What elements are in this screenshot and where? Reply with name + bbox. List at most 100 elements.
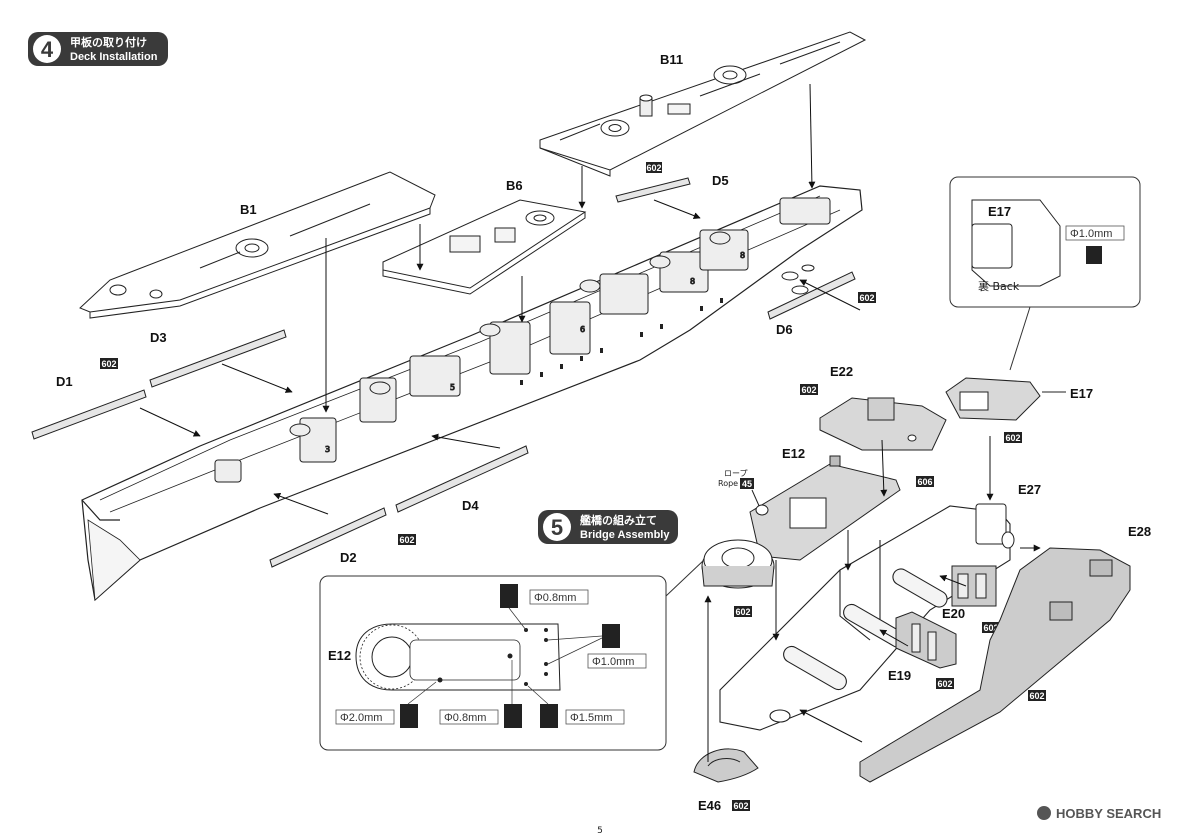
svg-text:Φ1.5mm: Φ1.5mm [570,712,612,724]
part-e22 [819,397,947,451]
step-4-header: 4 甲板の取り付け Deck Installation [28,32,168,66]
drill-icon-10 [602,624,620,648]
part-e19 [895,611,957,669]
drill-size-20 [335,709,395,725]
label-e20: E20 [942,606,965,621]
round-base-part [701,539,775,589]
rail-part-d6 [767,271,856,320]
svg-text:5: 5 [450,383,455,392]
part-e46 [693,748,759,783]
label-d1: D1 [56,374,73,389]
svg-text:Φ2.0mm: Φ2.0mm [340,712,382,724]
drill-icon-08-top [500,584,518,608]
part-e20 [951,565,997,607]
paint-code-602-e46 [732,800,750,811]
svg-text:Φ1.0mm: Φ1.0mm [592,656,634,668]
part-e17 [945,377,1041,421]
svg-text:3: 3 [325,445,330,454]
watermark: HOBBY SEARCH [1037,806,1161,821]
svg-text:Φ0.8mm: Φ0.8mm [534,592,576,604]
svg-text:602: 602 [1029,691,1044,701]
paint-code-606-e12 [916,476,934,487]
svg-text:8: 8 [690,277,695,286]
paint-code-602-e17 [1004,432,1022,443]
label-e19: E19 [888,668,911,683]
svg-text:602: 602 [801,385,816,395]
rail-part-d1 [31,389,147,440]
label-e12-detail: E12 [328,648,351,663]
e17-callout-pointer [1009,306,1031,371]
label-b1: B1 [240,202,257,217]
paint-code-602-d1d3 [100,358,118,369]
svg-text:Φ1.0mm: Φ1.0mm [1070,228,1112,240]
propellers [781,264,815,295]
label-b11: B11 [660,52,683,67]
svg-text:45: 45 [742,479,752,489]
step-4-title-ja: 甲板の取り付け [70,35,147,49]
rail-part-d2 [269,507,387,568]
part-e27 [975,503,1015,549]
svg-text:602: 602 [399,535,414,545]
step-5-title-en: Bridge Assembly [580,529,670,541]
step-4-number: 4 [41,37,54,62]
svg-text:602: 602 [937,679,952,689]
drill-size-08-bottom [439,709,499,725]
paint-code-602-e19 [936,678,954,689]
hull-portholes [520,298,723,385]
label-d6: D6 [776,322,793,337]
bridge-structure [719,505,1011,731]
label-d3: D3 [150,330,167,345]
label-b6: B6 [506,178,523,193]
drill-icon-08-bottom [504,704,522,728]
step-5-number: 5 [551,515,563,540]
label-e17-detail: E17 [988,204,1011,219]
hull-frames: 3 5 6 8 8 [214,197,831,483]
paint-code-602-base [734,606,752,617]
svg-text:602: 602 [1005,433,1020,443]
part-e28 [859,547,1131,783]
label-d4: D4 [462,498,479,513]
svg-text:8: 8 [740,251,745,260]
svg-text:602: 602 [101,359,116,369]
svg-text:602: 602 [733,801,748,811]
label-e46: E46 [698,798,721,813]
label-back: 裏 Back [978,279,1020,293]
rail-part-d4 [395,445,529,513]
label-e28: E28 [1128,524,1151,539]
rail-part-d5 [615,177,691,203]
step-5-title-ja: 艦橋の組み立て [580,513,657,527]
page-number: 5 [597,826,603,835]
label-e12: E12 [782,446,805,461]
label-e27: E27 [1018,482,1041,497]
drill-size-08-top [529,589,589,605]
step-5-header: 5 艦橋の組み立て Bridge Assembly [538,510,678,544]
paint-code-602-e22 [800,384,818,395]
svg-text:602: 602 [983,623,998,633]
e17-detail-callout [949,176,1141,308]
deck-part-b11 [539,31,867,177]
paint-code-602-d6 [858,292,876,303]
label-e17: E17 [1070,386,1093,401]
label-d5: D5 [712,173,729,188]
drill-icon-20 [400,704,418,728]
svg-text:602: 602 [859,293,874,303]
paint-code-602-e28 [1028,690,1046,701]
svg-text:6: 6 [580,325,585,334]
label-d2: D2 [340,550,357,565]
drill-size-e17 [1065,225,1125,241]
deck-part-b6 [382,199,587,295]
step-4-title-en: Deck Installation [70,51,158,63]
rope-coil [755,504,769,516]
rail-part-d3 [149,329,287,388]
svg-text:Φ0.8mm: Φ0.8mm [444,712,486,724]
svg-text:606: 606 [917,477,932,487]
label-e22: E22 [830,364,853,379]
rope-label-ja: ロープ [724,469,748,478]
part-e12 [749,455,901,561]
watermark-text: HOBBY SEARCH [1056,806,1161,821]
drill-icon-15 [540,704,558,728]
drill-icon-e17 [1086,246,1102,264]
paint-code-602-d2d4 [398,534,416,545]
rope-label-en: Rope [718,479,738,488]
